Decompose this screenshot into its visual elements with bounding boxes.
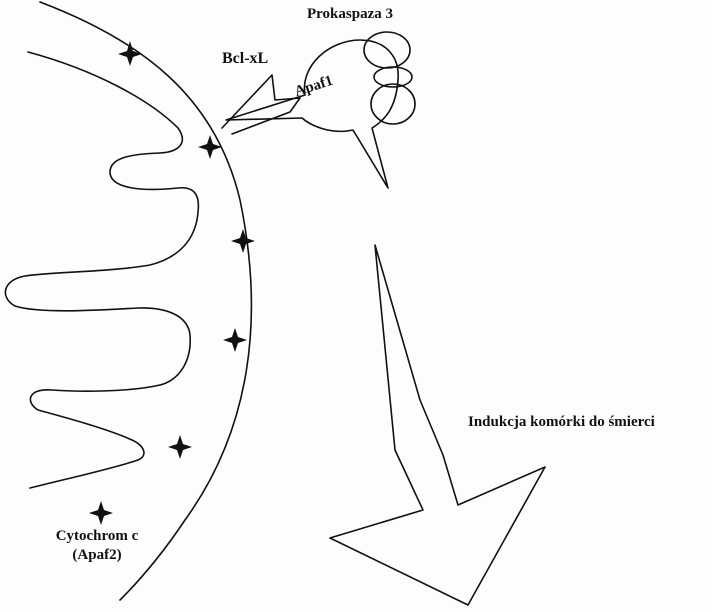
cytochrome-label-line2: (Apaf2) bbox=[42, 546, 152, 565]
cytochrome-label-line1: Cytochrom c bbox=[42, 527, 152, 546]
bcl-xl-label: Bcl-xL bbox=[222, 50, 268, 68]
four-point-star-icon bbox=[89, 501, 113, 525]
prokaspaza-label: Prokaspaza 3 bbox=[307, 6, 393, 23]
four-point-star-icon bbox=[223, 328, 247, 352]
four-point-star-icon bbox=[231, 229, 255, 253]
cytochrome-label: Cytochrom c (Apaf2) bbox=[42, 527, 152, 565]
cytochrome-markers bbox=[89, 41, 255, 525]
four-point-star-icon bbox=[118, 41, 142, 66]
four-point-star-icon bbox=[198, 135, 222, 159]
outer-membrane bbox=[40, 2, 251, 600]
bcl-xl-shape bbox=[222, 75, 300, 134]
induction-label: Indukcja komórki do śmierci bbox=[468, 414, 655, 431]
inner-membrane-cristae bbox=[5, 52, 198, 488]
four-point-star-icon bbox=[168, 435, 192, 459]
